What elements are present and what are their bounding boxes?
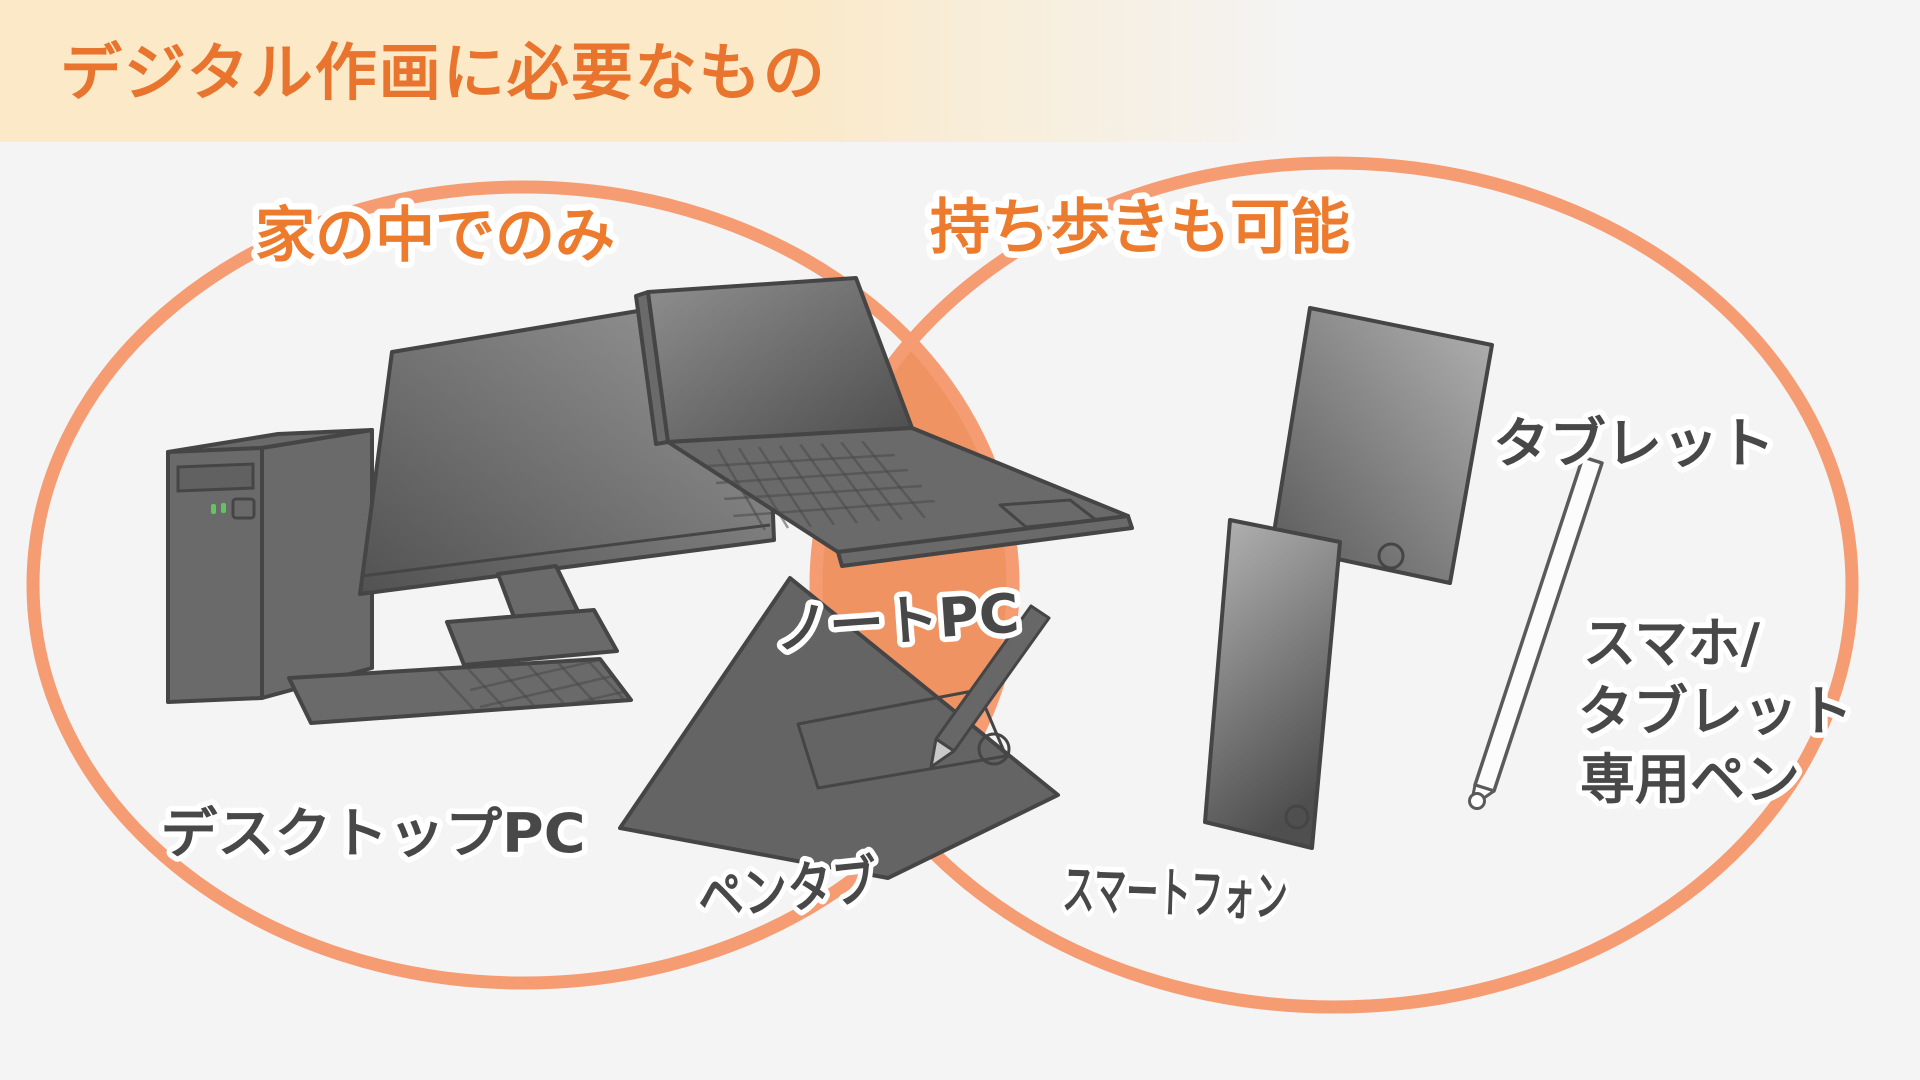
- smartphone-illustration: [1203, 518, 1342, 850]
- laptop-touchpad: [998, 498, 1098, 529]
- smartphone-label: スマートフォン: [1062, 858, 1289, 929]
- stylus-tip-ball: [1468, 792, 1486, 810]
- laptop-illustration: [634, 276, 1134, 568]
- pen-tablet-illustration: [618, 576, 1060, 880]
- monitor-bezel: [361, 523, 771, 578]
- left-circle-label: 家の中でのみ: [255, 201, 615, 271]
- right-circle-label: 持ち歩きも可能: [930, 193, 1350, 263]
- tablet-label: タブレット: [1493, 412, 1775, 475]
- right-circle-outline: [809, 156, 1859, 1014]
- stylus-label-line2: タブレット: [1578, 680, 1853, 743]
- stylus-label-line3: 専用ペン: [1580, 748, 1800, 811]
- keyboard: [287, 657, 633, 725]
- keyboard-keys: [430, 659, 631, 712]
- dvd-slot: [176, 462, 255, 493]
- monitor-base: [445, 608, 619, 667]
- led-icon: [211, 504, 216, 514]
- desktop-pc-label: デスクトップPC: [161, 802, 586, 865]
- laptop-front-lip: [836, 514, 1134, 568]
- page-title: デジタル作画に必要なもの: [60, 36, 827, 109]
- tablet-pen-nib: [929, 737, 956, 769]
- pen-tablet-ring-button-icon: [977, 732, 1011, 766]
- tablet-body: [1270, 306, 1494, 585]
- pen-tablet-label: ペンタブ: [695, 849, 881, 930]
- stylus-label-line1: スマホ/: [1583, 612, 1760, 675]
- left-circle-outline: [26, 180, 1020, 990]
- title-band: デジタル作画に必要なもの: [0, 0, 1920, 142]
- smartphone-body: [1203, 518, 1342, 850]
- tower-side: [260, 428, 374, 700]
- stylus-illustration: [1468, 455, 1604, 810]
- laptop-keys: [706, 440, 936, 531]
- stylus-label: スマホ/ タブレット 専用ペン: [1573, 607, 1859, 817]
- tablet-illustration: [1270, 306, 1494, 585]
- power-button-icon: [231, 497, 256, 520]
- tablet-home-button-icon: [1377, 542, 1405, 570]
- led-icon: [221, 503, 226, 513]
- smartphone-home-button-icon: [1284, 804, 1310, 830]
- tower-front: [166, 446, 264, 704]
